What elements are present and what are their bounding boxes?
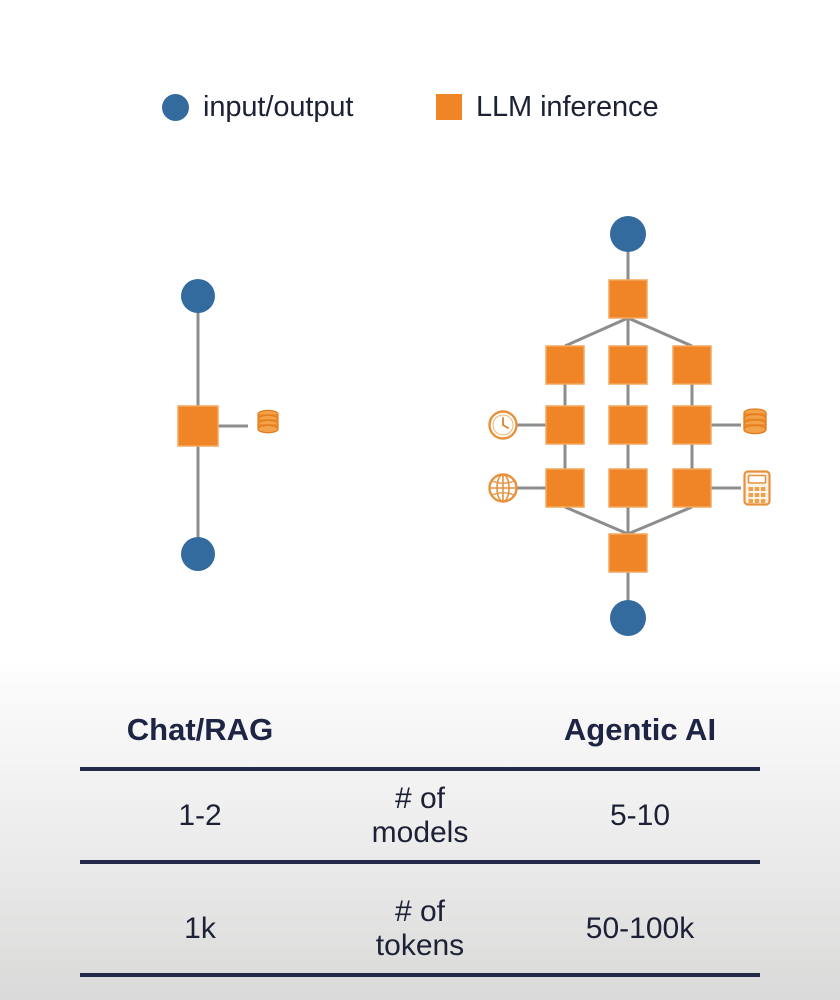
node-grid-r1c2 — [608, 345, 648, 385]
metric-line-1: # of — [394, 782, 446, 816]
database-icon — [257, 409, 279, 434]
calculator-icon — [743, 470, 771, 506]
legend-label-llm-inference: LLM inference — [476, 90, 659, 123]
node-output-circle — [181, 537, 215, 571]
node-grid-r2c1 — [545, 405, 585, 445]
node-bottom-llm-square — [608, 533, 648, 573]
node-grid-r1c1 — [545, 345, 585, 385]
globe-icon — [488, 473, 518, 503]
blue-circle-icon — [162, 93, 189, 121]
edge-top-to-grid-r1c1 — [564, 316, 629, 348]
cell-chat-rag-models: 1-2 — [178, 799, 222, 833]
database-icon — [743, 408, 767, 435]
diagram-chat-rag — [177, 279, 279, 571]
diagram-agentic-ai — [488, 216, 771, 636]
metric-line-2: models — [371, 816, 469, 849]
node-grid-r2c3 — [672, 405, 712, 445]
edge-top-to-grid-r1c3 — [627, 316, 693, 348]
metric-line-2: tokens — [375, 929, 465, 962]
node-grid-r3c3 — [672, 468, 712, 508]
edge-grid-r3c1-to-bottom — [564, 505, 629, 536]
legend-item-input-output: input/output — [162, 82, 353, 132]
cell-metric-tokens: # of tokens — [330, 889, 510, 969]
node-input-circle — [181, 279, 215, 313]
edge-grid-r3c3-to-bottom — [627, 505, 693, 536]
metric-line-1: # of — [394, 895, 446, 929]
node-output-circle — [610, 600, 646, 636]
node-input-circle — [610, 216, 646, 252]
clock-icon — [488, 410, 518, 440]
node-grid-r2c2 — [608, 405, 648, 445]
cell-metric-models: # of models — [330, 776, 510, 856]
comparison-table: Chat/RAG Agentic AI 1-2 # of models 5-10… — [0, 690, 840, 1000]
node-grid-r3c1 — [545, 468, 585, 508]
cell-agentic-ai-tokens: 50-100k — [585, 912, 695, 946]
node-top-llm-square — [608, 279, 648, 319]
cell-agentic-ai-models: 5-10 — [609, 799, 671, 833]
node-llm-square — [177, 405, 219, 447]
legend: input/output LLM inference — [0, 82, 840, 132]
column-header-chat-rag: Chat/RAG — [126, 712, 274, 747]
table-rule-top — [80, 767, 760, 771]
table-rule-bottom — [80, 973, 760, 977]
legend-label-input-output: input/output — [203, 90, 354, 123]
table-rule-middle — [80, 860, 760, 864]
diagram-area — [177, 216, 771, 636]
legend-item-llm-inference: LLM inference — [436, 82, 659, 132]
orange-square-icon — [436, 94, 462, 120]
cell-chat-rag-tokens: 1k — [184, 912, 216, 946]
column-header-agentic-ai: Agentic AI — [563, 712, 717, 747]
node-grid-r1c3 — [672, 345, 712, 385]
node-grid-r3c2 — [608, 468, 648, 508]
